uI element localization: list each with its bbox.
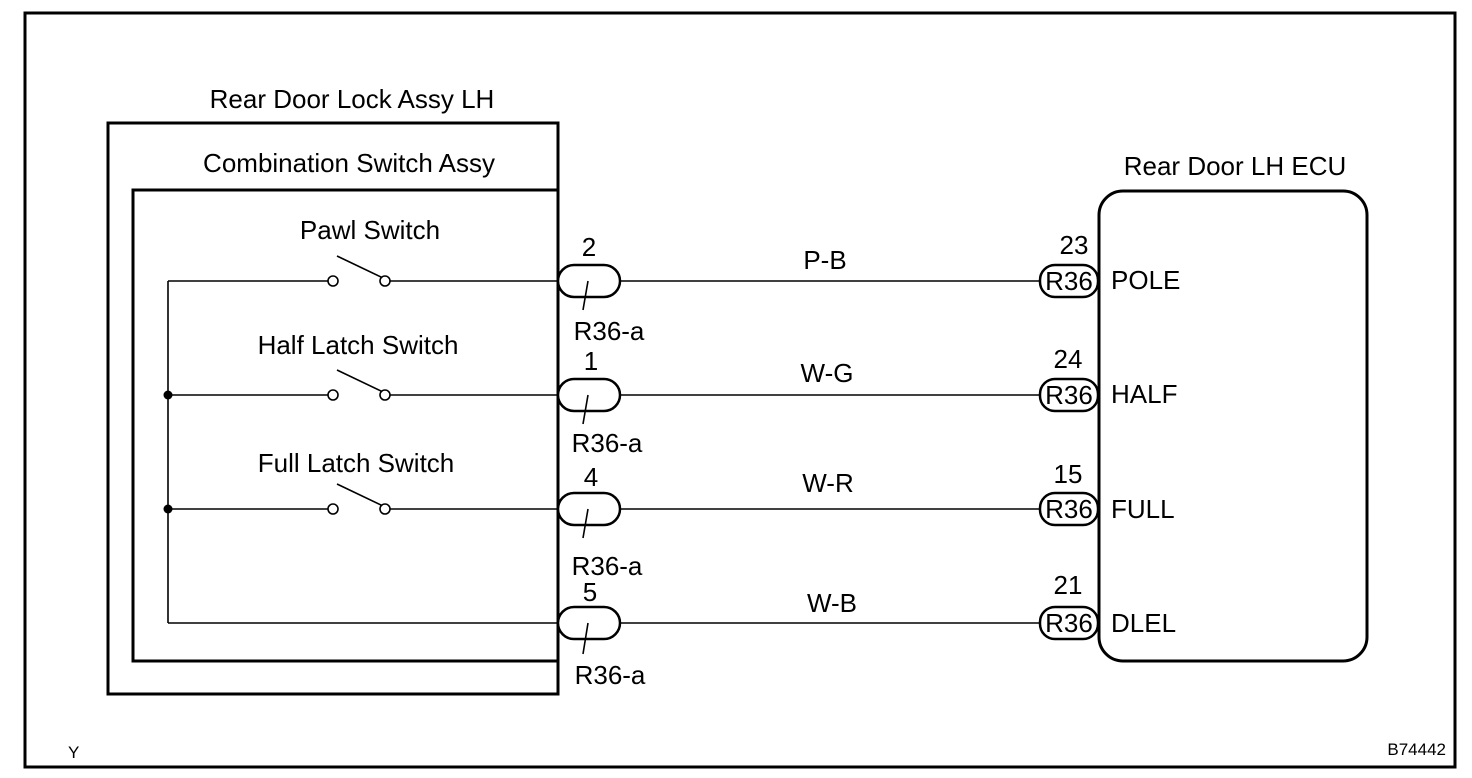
circuit-row-dlel: 5 R36-a W-B R36 21 DLEL: [168, 570, 1176, 690]
circuit-row-full: 4 R36-a W-R R36 15 FULL: [168, 459, 1175, 581]
connector-code: R36-a: [572, 551, 643, 581]
pin-number: 4: [584, 462, 598, 492]
wire-color: P-B: [803, 245, 846, 275]
half-latch-switch-label: Half Latch Switch: [258, 330, 459, 360]
connector-leader: [582, 394, 589, 425]
combination-switch-assy-box: [131, 188, 560, 663]
connector-code: R36-a: [575, 660, 646, 690]
ecu-connector-code: R36: [1045, 494, 1093, 524]
wire-color: W-R: [802, 468, 854, 498]
rear-door-lock-assy-title: Rear Door Lock Assy LH: [210, 84, 495, 114]
switch-contact: [379, 389, 391, 401]
pin-number: 5: [583, 577, 597, 607]
ecu-connector: [1038, 377, 1100, 413]
connector-code: R36-a: [572, 428, 643, 458]
figure-frame: [23, 11, 1457, 769]
ecu-connector: [1038, 263, 1100, 299]
ecu-box: [1097, 189, 1369, 663]
figure-id: B74442: [1387, 740, 1446, 759]
switch-blade: [336, 255, 384, 279]
connector-code: R36-a: [574, 316, 645, 346]
switch-contact: [379, 503, 391, 515]
ecu-connector: [1038, 605, 1100, 641]
connector-terminal: [556, 263, 622, 299]
switch-contact: [327, 275, 339, 287]
switch-blade: [336, 369, 384, 393]
circuit-row-pole: 2 R36-a P-B R36 23 POLE: [168, 230, 1180, 346]
ecu-pin-number: 15: [1054, 459, 1083, 489]
ecu-connector-code: R36: [1045, 380, 1093, 410]
pawl-switch-label: Pawl Switch: [300, 215, 440, 245]
connector-leader: [582, 508, 589, 539]
pin-number: 1: [584, 346, 598, 376]
switch-contact: [327, 503, 339, 515]
ecu-signal: FULL: [1111, 494, 1175, 524]
ecu-pin-number: 21: [1054, 570, 1083, 600]
circuit-row-half: 1 R36-a W-G R36 24 HALF: [168, 344, 1177, 458]
pin-number: 2: [582, 232, 596, 262]
full-latch-switch-label: Full Latch Switch: [258, 448, 455, 478]
ecu-pin-number: 24: [1054, 344, 1083, 374]
switch-contact: [327, 389, 339, 401]
ecu-connector-code: R36: [1045, 266, 1093, 296]
connector-leader: [582, 622, 589, 655]
wire-color: W-G: [801, 358, 854, 388]
rear-door-lock-assy-box: [106, 121, 560, 696]
ecu-signal: POLE: [1111, 265, 1180, 295]
switch-contact: [379, 275, 391, 287]
connector-terminal: [556, 377, 622, 413]
ecu-pin-number: 23: [1060, 230, 1089, 260]
combination-switch-assy-title: Combination Switch Assy: [203, 148, 495, 178]
ecu-connector: [1038, 491, 1100, 527]
ecu-title: Rear Door LH ECU: [1124, 151, 1347, 181]
switch-blade: [336, 483, 384, 507]
figure-code-left: Y: [68, 743, 79, 762]
connector-terminal: [556, 491, 622, 527]
connector-terminal: [556, 605, 622, 641]
wire-color: W-B: [807, 588, 857, 618]
connector-leader: [582, 280, 589, 311]
ecu-signal: DLEL: [1111, 608, 1176, 638]
ecu-signal: HALF: [1111, 379, 1177, 409]
ecu-connector-code: R36: [1045, 608, 1093, 638]
